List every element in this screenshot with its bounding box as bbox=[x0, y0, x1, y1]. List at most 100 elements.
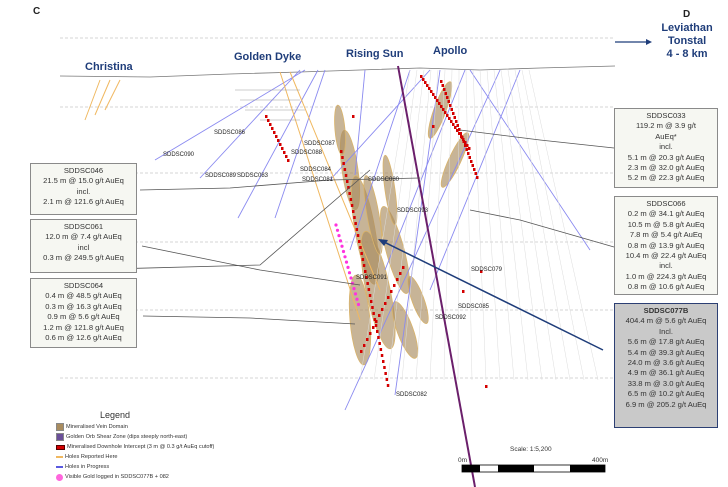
intercept-line: 5.4 m @ 39.3 g/t AuEq bbox=[627, 347, 705, 357]
historic-hole bbox=[493, 69, 529, 381]
mineralised-intercept bbox=[468, 156, 471, 159]
vein-domain bbox=[382, 154, 398, 226]
intercept-line: 0.2 m @ 34.1 g/t AuEq bbox=[627, 209, 705, 219]
mineralised-intercept bbox=[340, 150, 343, 153]
intercept-line: 2.1 m @ 121.6 g/t AuEq bbox=[43, 197, 124, 207]
historic-hole bbox=[486, 69, 515, 381]
hole-label-sddsc080: SDDSC080 bbox=[368, 177, 400, 183]
hole-label-sddsc082: SDDSC082 bbox=[396, 392, 428, 398]
historic-hole bbox=[472, 69, 487, 381]
prospect-christina: Christina bbox=[85, 61, 133, 73]
vein-domain bbox=[334, 104, 346, 156]
mineralised-intercept bbox=[371, 306, 374, 309]
vein-domain bbox=[407, 276, 429, 324]
hole-label-sddsc083: SDDSC083 bbox=[237, 173, 269, 179]
hole-label-sddsc079: SDDSC079 bbox=[471, 267, 503, 273]
prospect-apollo: Apollo bbox=[433, 45, 468, 57]
hole-in-progress bbox=[344, 69, 501, 411]
intercept-box-hole: SDDSC064 bbox=[63, 281, 104, 290]
direction-line-1: Leviathan bbox=[661, 22, 713, 34]
mineralised-intercept bbox=[343, 168, 347, 171]
mineralised-intercept bbox=[360, 350, 363, 353]
mineralised-intercept bbox=[369, 332, 372, 335]
hole-reported bbox=[94, 79, 111, 116]
section-end-label: D bbox=[683, 9, 691, 20]
mineralised-intercept bbox=[346, 180, 349, 183]
intercept-line: 0.4 m @ 48.5 g/t AuEq bbox=[45, 291, 122, 301]
legend-swatch-line bbox=[56, 456, 63, 458]
mineralised-intercept bbox=[402, 266, 405, 269]
hole-label-sddsc088: SDDSC088 bbox=[291, 150, 323, 156]
topography-line bbox=[59, 65, 616, 78]
direction-line-3: 4 - 8 km bbox=[666, 48, 708, 60]
intercept-line: 6.5 m @ 10.2 g/t AuEq bbox=[627, 389, 705, 399]
intercept-box-hole: SDDSC033 bbox=[646, 111, 686, 120]
hole-label-sddsc089: SDDSC089 bbox=[205, 173, 237, 179]
mineralised-intercept bbox=[372, 326, 375, 329]
hole-label-sddsc085: SDDSC085 bbox=[458, 304, 490, 310]
mineralised-intercept bbox=[426, 84, 429, 87]
mineralised-intercept bbox=[285, 155, 288, 158]
intercept-line: 10.4 m @ 22.4 g/t AuEq bbox=[625, 251, 707, 261]
mineralised-intercept bbox=[428, 87, 431, 90]
intercept-box-hole: SDDSC077B bbox=[643, 306, 689, 315]
intercept-line: 1.2 m @ 121.8 g/t AuEq bbox=[43, 322, 124, 332]
intercept-line: 0.3 m @ 249.5 g/t AuEq bbox=[43, 253, 124, 263]
mineralised-intercept bbox=[380, 354, 384, 357]
mineralised-intercept bbox=[267, 119, 270, 122]
mineralised-intercept bbox=[464, 141, 467, 144]
mineralised-intercept bbox=[366, 282, 369, 285]
intercept-line: incl. bbox=[659, 261, 673, 271]
legend-item: Mineralised Vein Domain bbox=[56, 422, 214, 432]
mineralised-intercept bbox=[470, 160, 473, 163]
mineralised-intercept bbox=[444, 111, 447, 114]
mineralised-intercept bbox=[458, 128, 461, 131]
hole-label-sddsc081: SDDSC081 bbox=[302, 177, 334, 183]
historic-hole bbox=[521, 69, 585, 381]
mineralised-intercept bbox=[287, 159, 290, 162]
mineralised-intercept bbox=[341, 156, 344, 159]
mineralised-intercept bbox=[372, 312, 375, 315]
hole-in-progress bbox=[154, 69, 306, 161]
hole-label-sddsc093: SDDSC093 bbox=[397, 208, 429, 214]
mineralised-intercept bbox=[440, 105, 443, 108]
intercept-line: 0.8 m @ 10.6 g/t AuEq bbox=[627, 282, 705, 292]
mineralised-intercept bbox=[342, 162, 345, 165]
visible-gold-point bbox=[349, 276, 353, 280]
mineralised-intercept bbox=[422, 78, 425, 81]
mineralised-intercept bbox=[363, 344, 366, 347]
intercept-line: 4.9 m @ 36.1 g/t AuEq bbox=[627, 368, 705, 378]
intercept-line: incl. bbox=[76, 186, 91, 196]
mineralised-intercept bbox=[378, 342, 381, 345]
visible-gold-points bbox=[334, 223, 361, 307]
visible-gold-point bbox=[353, 292, 358, 296]
mineralised-intercept bbox=[367, 288, 371, 291]
mineralised-intercept bbox=[440, 80, 443, 83]
historic-hole bbox=[514, 69, 571, 381]
visible-gold-point bbox=[343, 255, 347, 259]
historic-hole bbox=[528, 69, 599, 381]
mineralised-intercept bbox=[353, 216, 356, 219]
mineralised-intercept bbox=[455, 120, 458, 123]
mineralised-intercept bbox=[396, 278, 399, 281]
historic-hole bbox=[500, 69, 543, 381]
mineralised-intercept bbox=[377, 336, 380, 339]
mineralised-intercept bbox=[465, 148, 468, 151]
visible-gold-point bbox=[344, 260, 349, 264]
mineralised-intercept bbox=[349, 198, 353, 201]
mineralised-intercept bbox=[462, 140, 465, 143]
historic-hole bbox=[387, 69, 425, 381]
mineralised-intercept bbox=[464, 144, 467, 147]
mineralised-intercept bbox=[354, 222, 357, 225]
visible-gold-point bbox=[356, 302, 361, 307]
mineralised-intercept bbox=[474, 172, 477, 175]
intercept-line: 21.5 m @ 15.0 g/t AuEq bbox=[43, 176, 124, 186]
mineralised-intercept bbox=[480, 270, 483, 273]
intercept-line: Incl. bbox=[659, 326, 673, 336]
mineralised-intercept bbox=[450, 108, 453, 111]
legend-item: Holes Reported Here bbox=[56, 452, 214, 462]
mineralised-intercept bbox=[279, 143, 282, 146]
mineralised-intercept bbox=[381, 308, 384, 311]
